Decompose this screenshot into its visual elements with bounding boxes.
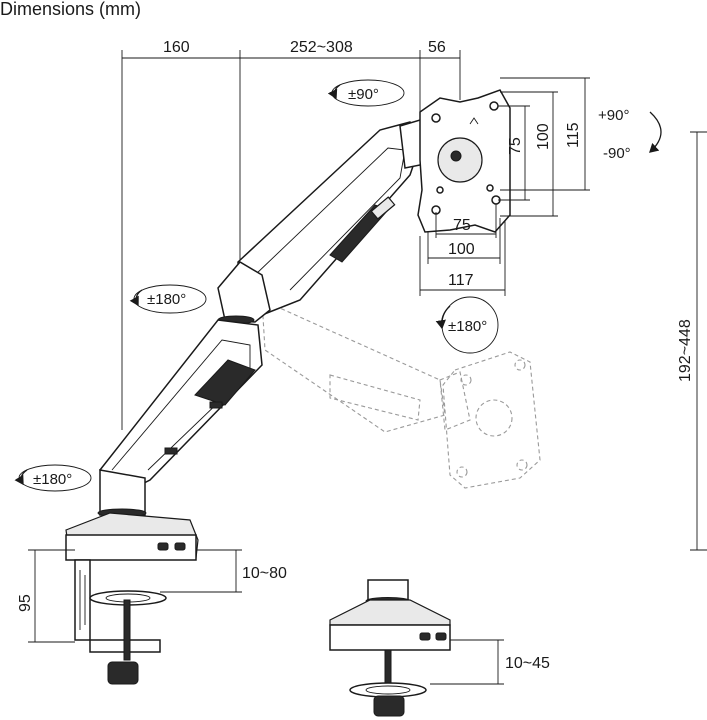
upper-arm <box>237 119 429 316</box>
base-rotation-indicator <box>14 464 92 492</box>
swivel-plate-rotation-indicator <box>435 296 499 354</box>
vesa-plate <box>417 89 511 233</box>
rotate-arrow-icon <box>129 289 143 307</box>
rot-base-swivel: ±180° <box>33 471 72 488</box>
rotate-arrow-icon <box>14 469 28 486</box>
rot-elbow: ±180° <box>147 291 186 308</box>
dim-clamp-height: 95 <box>17 594 34 612</box>
dim-plate-offset: 56 <box>428 39 446 56</box>
rotate-arrow-icon <box>435 305 451 330</box>
dim-vesa-h-117: 117 <box>448 272 474 289</box>
vesa-vertical-dimensions <box>498 77 590 217</box>
pivot-rotation-indicator <box>649 111 662 153</box>
diagram-title: Dimensions (mm) <box>0 0 141 19</box>
rot-pivot-minus: -90° <box>603 145 631 162</box>
dim-grommet-thickness: 10~45 <box>505 655 550 672</box>
rot-tilt: ±90° <box>348 86 379 103</box>
top-dimension-lines <box>121 50 461 430</box>
tilt-rotation-indicator <box>327 79 405 107</box>
dim-base-to-pivot: 160 <box>163 39 190 56</box>
dim-vesa-v-75: 75 <box>507 137 524 155</box>
desk-clamp <box>74 559 167 685</box>
dim-vesa-v-100: 100 <box>535 123 552 150</box>
dim-clamp-thickness: 10~80 <box>242 565 287 582</box>
dim-vesa-v-115: 115 <box>565 122 582 148</box>
rot-pivot-plus: +90° <box>598 107 629 124</box>
lowered-arm-ghost <box>261 299 541 489</box>
lower-arm <box>99 319 263 496</box>
dim-arm-length: 252~308 <box>290 39 353 56</box>
grommet-base <box>329 579 451 717</box>
height-range-dimension <box>690 131 707 551</box>
clamp-height-dimension <box>28 549 75 643</box>
rotate-arrow-icon <box>327 84 341 100</box>
dim-vesa-h-75: 75 <box>453 217 471 234</box>
base-post <box>65 469 199 561</box>
dim-vesa-h-100: 100 <box>448 241 475 258</box>
clamp-thickness-dimension <box>160 549 242 593</box>
elbow-rotation-indicator <box>129 284 207 314</box>
rotate-arrow-icon <box>649 111 662 153</box>
rot-swivel-plate: ±180° <box>448 318 487 335</box>
vesa-horizontal-dimensions <box>419 204 506 296</box>
grommet-thickness-dimension <box>430 639 504 685</box>
dim-height-range: 192~448 <box>677 319 694 382</box>
